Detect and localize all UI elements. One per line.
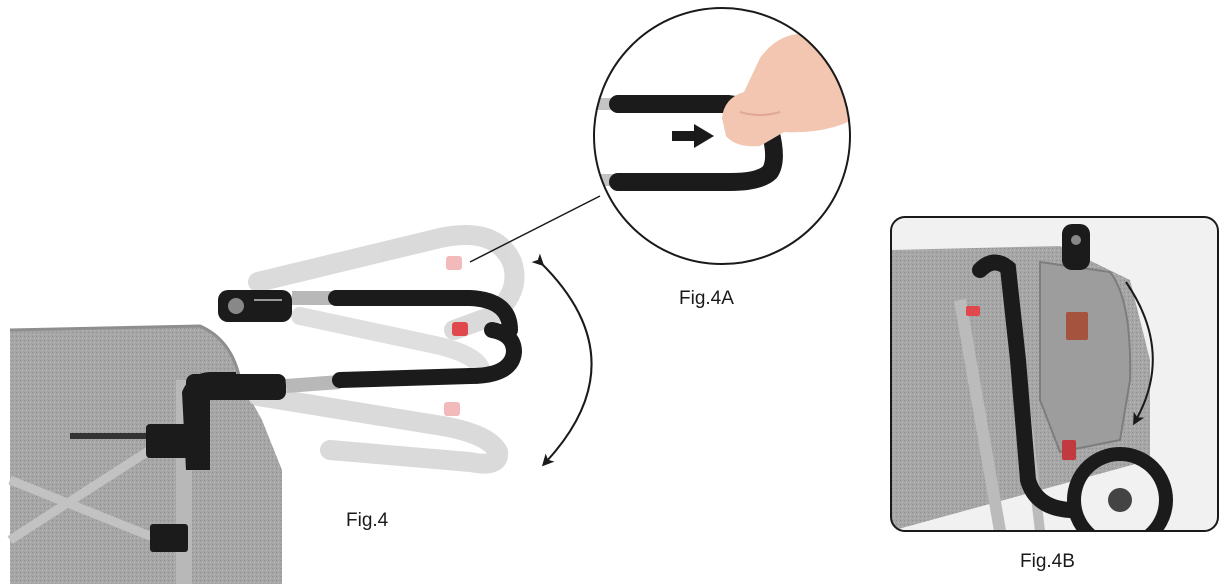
wagon-frame-cross-bar bbox=[8, 475, 162, 545]
wagon-frame-cross-bar bbox=[7, 446, 153, 544]
fig4b-release-button bbox=[966, 306, 980, 316]
zoom-circle-fig4a bbox=[593, 7, 851, 265]
lower-bracket bbox=[186, 374, 286, 400]
handle-solid bbox=[186, 290, 523, 400]
release-button bbox=[452, 322, 468, 336]
figure-caption-fig4b: Fig.4B bbox=[1020, 551, 1075, 572]
wagon-latch-block bbox=[150, 524, 188, 552]
leather-tag bbox=[1066, 312, 1088, 340]
rotation-arc-arrow-icon bbox=[531, 253, 593, 467]
figure-caption-fig4: Fig.4 bbox=[346, 510, 389, 531]
wagon-latch-block bbox=[146, 424, 192, 458]
push-arrow-icon bbox=[672, 124, 714, 148]
hand-pressing-button bbox=[722, 33, 850, 147]
wagon-fabric-top-edge bbox=[9, 324, 242, 381]
detail-box-fig4b bbox=[890, 216, 1219, 532]
release-button-ghost bbox=[444, 402, 460, 416]
wagon-wheel bbox=[1067, 447, 1173, 531]
folded-handle bbox=[972, 254, 1078, 518]
rotation-arc-arrow-icon bbox=[1125, 281, 1154, 426]
release-button-ghost bbox=[446, 256, 462, 270]
wagon-main-illustration bbox=[7, 225, 593, 584]
pivot-bracket bbox=[218, 290, 292, 322]
fig4b-pivot-bracket bbox=[1062, 224, 1090, 270]
fig4b-lower-button bbox=[1062, 440, 1076, 460]
figure-caption-fig4a: Fig.4A bbox=[679, 288, 734, 309]
wagon-fabric-pocket bbox=[1039, 260, 1132, 454]
zoom-leader-line bbox=[469, 195, 601, 263]
